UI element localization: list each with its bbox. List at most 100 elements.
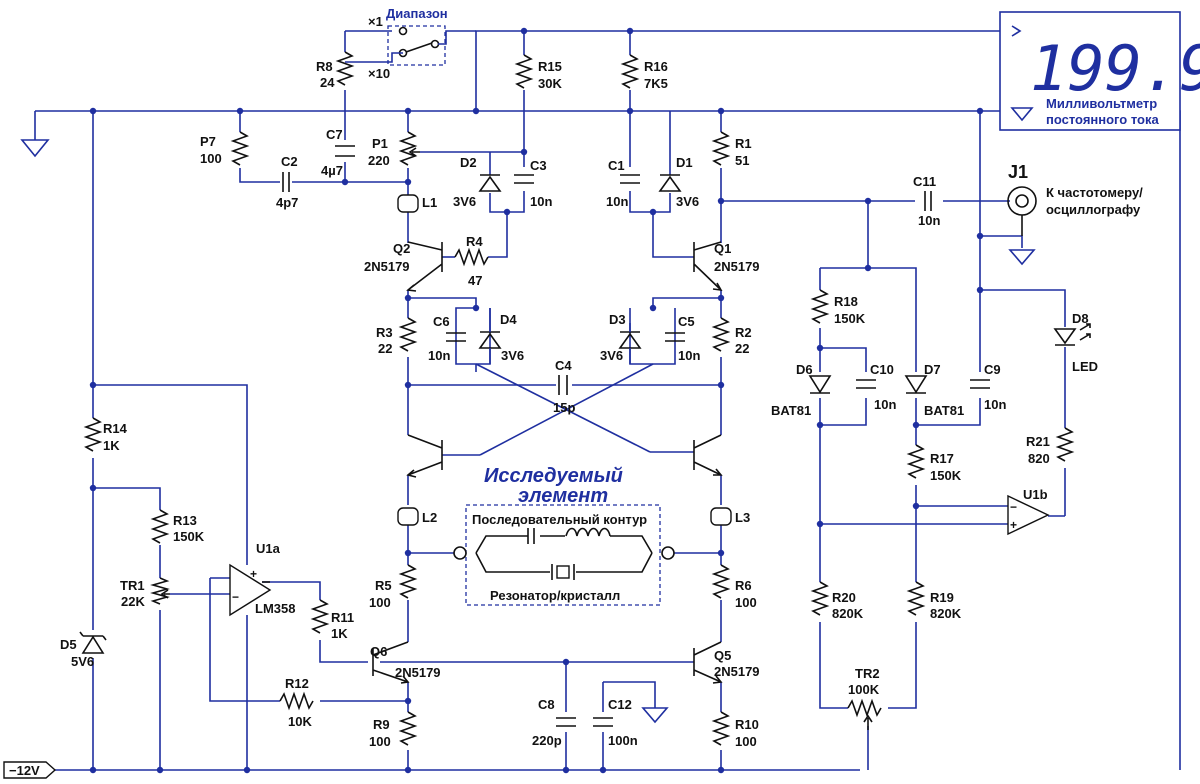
q3-transistor	[693, 434, 723, 476]
c6-val: 10n	[428, 348, 450, 363]
c4-ref: C4	[555, 358, 572, 373]
p7-resistor	[230, 131, 250, 166]
jack-label-line2: осциллографу	[1046, 202, 1141, 217]
q5-ref: Q5	[714, 648, 731, 663]
r18-resistor	[810, 289, 830, 324]
c11-capacitor	[924, 191, 932, 211]
r17-ref: R17	[930, 451, 954, 466]
c1-capacitor	[620, 174, 640, 184]
switch-x10-label: ×10	[368, 66, 390, 81]
r21-resistor	[1055, 427, 1075, 462]
r6-ref: R6	[735, 578, 752, 593]
transistor-symbols	[372, 241, 723, 684]
r20-val: 820K	[832, 606, 864, 621]
display-digits: 199.9	[1030, 32, 1200, 105]
ground-symbol-left	[20, 111, 50, 158]
r18-ref: R18	[834, 294, 858, 309]
dut-block: Исследуемый элемент Последовательный кон…	[453, 465, 675, 606]
q2-ref: Q2	[393, 241, 410, 256]
svg-text:+: +	[1010, 518, 1017, 532]
tr1-val: 22K	[121, 594, 145, 609]
r9-val: 100	[369, 734, 391, 749]
d7-ref: D7	[924, 362, 941, 377]
c5-val: 10n	[678, 348, 700, 363]
r20-ref: R20	[832, 590, 856, 605]
r11-ref: R11	[331, 610, 354, 625]
r15-resistor	[514, 54, 534, 89]
millivoltmeter-display: 199.9 Милливольтметр постоянного тока	[999, 11, 1200, 131]
u1a-val: LM358	[255, 601, 295, 616]
c9-ref: C9	[984, 362, 1001, 377]
r3-ref: R3	[376, 325, 393, 340]
d5-ref: D5	[60, 637, 77, 652]
c2-capacitor	[282, 172, 290, 192]
c4-val: 15p	[553, 400, 575, 415]
l3-ref: L3	[735, 510, 750, 525]
l3-inductor	[710, 507, 732, 526]
c5-ref: C5	[678, 314, 695, 329]
r14-val: 1K	[103, 438, 120, 453]
r6-resistor	[711, 564, 731, 599]
r5-resistor	[398, 564, 418, 599]
d8-val: LED	[1072, 359, 1098, 374]
r15-val: 30K	[538, 76, 562, 91]
c6-ref: C6	[433, 314, 450, 329]
tr1-resistor	[150, 577, 170, 605]
p7-ref: P7	[200, 134, 216, 149]
d2-val: 3V6	[453, 194, 476, 209]
r10-resistor	[711, 711, 731, 746]
q1-val: 2N5179	[714, 259, 760, 274]
q6-transistor	[372, 641, 410, 684]
u1a-ref: U1a	[256, 541, 281, 556]
c3-capacitor	[514, 174, 534, 184]
p7-val: 100	[200, 151, 222, 166]
d6-diode	[808, 375, 832, 394]
r10-ref: R10	[735, 717, 759, 732]
r4-ref: R4	[466, 234, 483, 249]
r11-val: 1K	[331, 626, 348, 641]
q2-transistor	[406, 241, 443, 292]
r4-resistor	[454, 247, 489, 267]
d1-ref: D1	[676, 155, 693, 170]
c12-capacitor	[593, 717, 613, 727]
supply-label: −12V	[9, 763, 40, 778]
c2-val: 4p7	[276, 195, 298, 210]
p1-val: 220	[368, 153, 390, 168]
wires	[35, 30, 1181, 771]
r21-val: 820	[1028, 451, 1050, 466]
r11-resistor	[310, 599, 330, 634]
resistor-symbols	[83, 51, 1075, 746]
r3-val: 22	[378, 341, 392, 356]
c10-ref: C10	[870, 362, 894, 377]
d4-ref: D4	[500, 312, 517, 327]
q5-val: 2N5179	[714, 664, 760, 679]
p1-resistor	[398, 131, 418, 166]
q1-transistor	[693, 241, 723, 291]
d1-val: 3V6	[676, 194, 699, 209]
r1-val: 51	[735, 153, 749, 168]
range-switch[interactable]: Диапазон ×1 ×10	[345, 6, 476, 81]
opamp-u1b: − +	[1007, 494, 1050, 536]
c1-ref: C1	[608, 158, 625, 173]
r12-resistor	[279, 691, 314, 711]
c8-val: 220p	[532, 733, 562, 748]
r5-val: 100	[369, 595, 391, 610]
r19-resistor	[906, 581, 926, 616]
q6-val: 2N5179	[395, 665, 441, 680]
d3-ref: D3	[609, 312, 626, 327]
c3-val: 10n	[530, 194, 552, 209]
dut-title-line1: Исследуемый	[484, 465, 623, 487]
r1-resistor	[711, 131, 731, 166]
d2-ref: D2	[460, 155, 477, 170]
r18-val: 150K	[834, 311, 866, 326]
r6-val: 100	[735, 595, 757, 610]
c8-capacitor	[556, 717, 576, 727]
c12-ref: C12	[608, 697, 632, 712]
l1-ref: L1	[422, 195, 437, 210]
switch-x1-label: ×1	[368, 14, 383, 29]
jack-j1: J1 К частотомеру/ осциллографу	[1007, 162, 1143, 236]
r13-resistor	[150, 509, 170, 544]
c4-capacitor	[558, 375, 568, 395]
d7-diode	[904, 375, 928, 394]
r12-val: 10K	[288, 714, 312, 729]
